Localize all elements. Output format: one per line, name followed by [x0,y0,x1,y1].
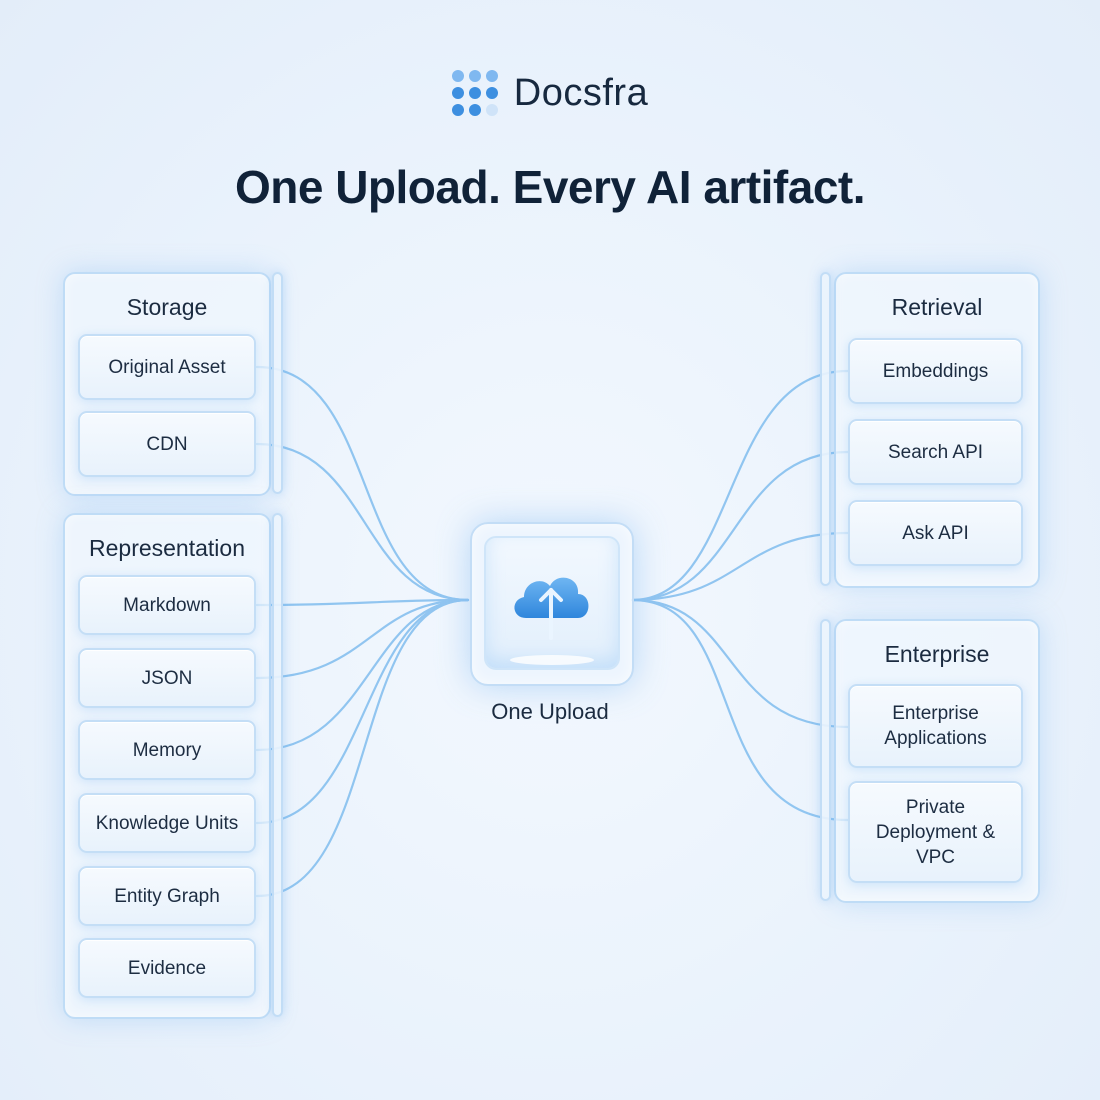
retrieval-rail [820,272,831,586]
brand-name: Docsfra [513,71,649,114]
representation-rail [272,513,283,1017]
item-markdown[interactable]: Markdown [78,575,256,635]
connector-private-deployment [630,598,850,822]
item-cdn[interactable]: CDN [78,411,256,477]
item-memory[interactable]: Memory [78,720,256,780]
connector-ask-api [630,531,850,602]
item-private-deployment[interactable]: Private Deployment & VPC [848,781,1023,883]
connector-cdn [255,442,470,602]
item-enterprise-applications[interactable]: Enterprise Applications [848,684,1023,768]
connector-search-api [630,450,850,602]
connector-memory [255,598,470,752]
brand-header: Docsfra [0,70,1100,116]
item-evidence[interactable]: Evidence [78,938,256,998]
connector-entity-graph [255,598,470,898]
page-headline: One Upload. Every AI artifact. [234,161,866,213]
dot-grid-logo-icon [451,70,498,116]
upload-hub-inner[interactable] [484,536,620,670]
storage-rail [272,272,283,494]
representation-title: Representation [89,535,245,561]
enterprise-rail [820,619,831,901]
connector-enterprise-applications [630,598,850,729]
item-original-asset[interactable]: Original Asset [78,334,256,400]
item-knowledge-units[interactable]: Knowledge Units [78,793,256,853]
storage-title: Storage [126,294,208,320]
connector-markdown [255,598,470,607]
retrieval-title: Retrieval [891,294,983,320]
hub-label: One Upload [491,699,609,724]
connector-original-asset [255,365,470,602]
item-entity-graph[interactable]: Entity Graph [78,866,256,926]
enterprise-title: Enterprise [884,641,990,667]
connector-json [255,598,470,680]
item-json[interactable]: JSON [78,648,256,708]
connector-embeddings [630,369,850,602]
item-embeddings[interactable]: Embeddings [848,338,1023,404]
cloud-upload-icon [510,577,594,665]
item-ask-api[interactable]: Ask API [848,500,1023,566]
item-search-api[interactable]: Search API [848,419,1023,485]
connector-knowledge-units [255,598,470,825]
